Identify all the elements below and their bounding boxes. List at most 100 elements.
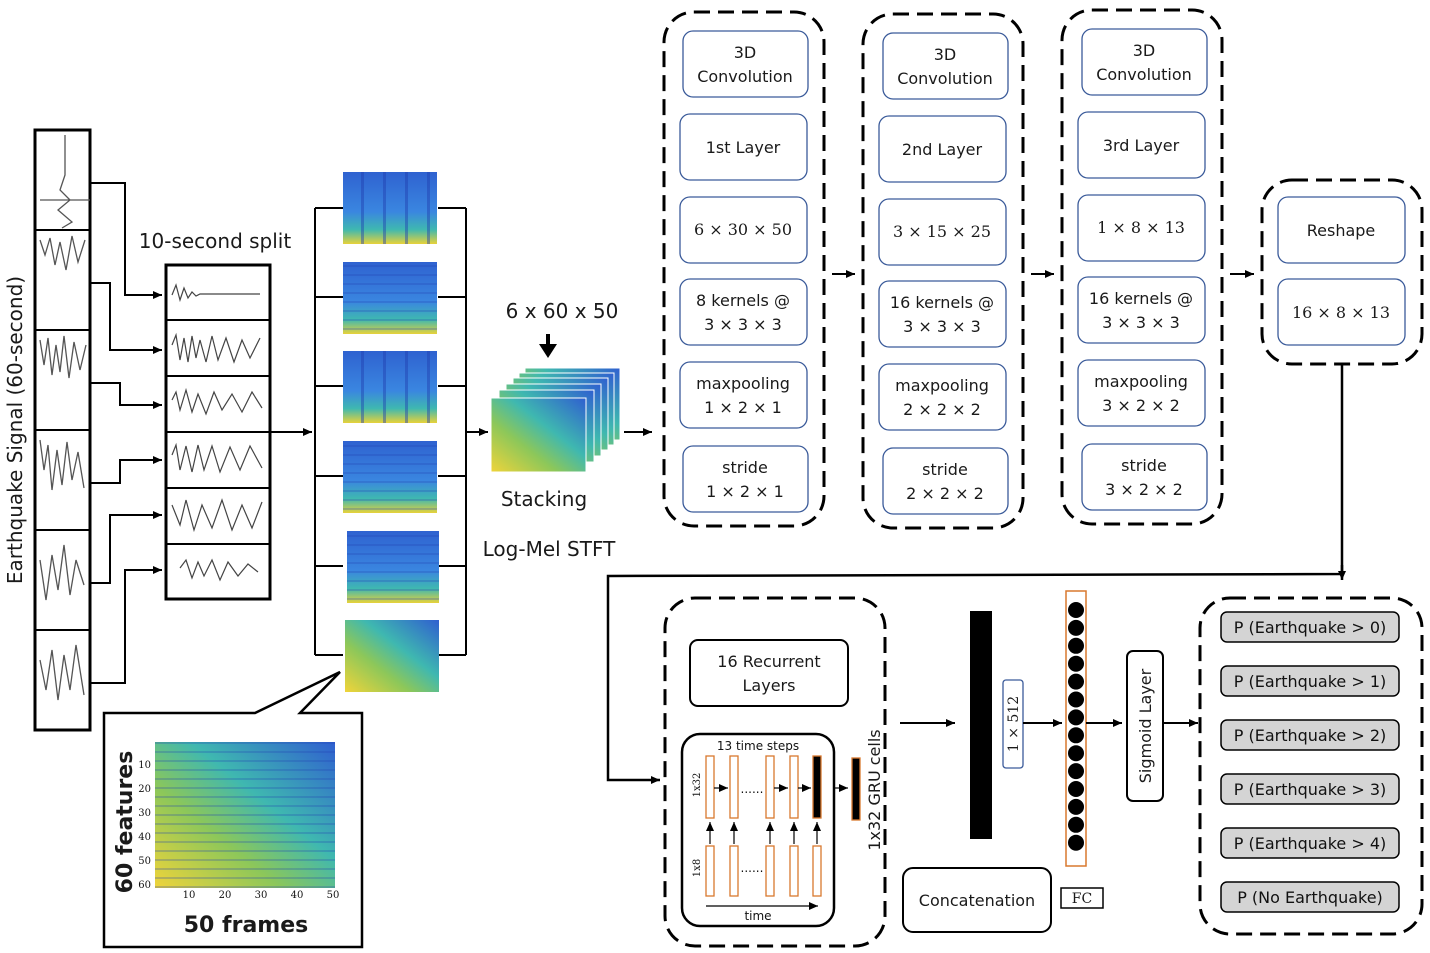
fc-label: FC — [1072, 891, 1092, 907]
recurrent-title: Layers — [743, 676, 796, 695]
pool-size: 1 × 2 × 1 — [704, 398, 782, 417]
fc-neuron — [1068, 727, 1084, 744]
conv-title: Convolution — [897, 69, 993, 88]
x-tick: 20 — [219, 890, 232, 901]
y-tick: 10 — [138, 760, 151, 771]
pool-label: maxpooling — [1094, 372, 1188, 391]
stride-size: 3 × 2 × 2 — [1105, 480, 1183, 499]
stft-label: Log-Mel STFT — [483, 537, 616, 561]
output-prob-3: P (Earthquake > 3) — [1234, 780, 1387, 799]
waveform-4 — [39, 439, 85, 491]
input-dim-label: 1x8 — [692, 859, 703, 877]
stacking-group: 6 x 60 x 50 Stacking Log-Mel STFT — [483, 299, 652, 561]
y-tick: 20 — [138, 784, 151, 795]
stacking-label: Stacking — [501, 487, 587, 511]
fc-neuron — [1068, 834, 1084, 851]
fc-neuron — [1068, 619, 1084, 636]
y-tick: 60 — [138, 880, 151, 891]
conv-block-3: 3D Convolution 3rd Layer 1 × 8 × 13 16 k… — [1060, 8, 1224, 526]
kernels-label: 16 kernels @ — [890, 293, 994, 312]
split-to-spectrogram-connectors — [270, 207, 488, 656]
pool-size: 2 × 2 × 2 — [903, 400, 981, 419]
signal-to-split-connectors — [90, 182, 162, 684]
kernels-size: 3 × 3 × 3 — [704, 315, 782, 334]
kernels-size: 3 × 3 × 3 — [903, 317, 981, 336]
fc-neuron — [1068, 709, 1084, 726]
fc-neuron — [1068, 602, 1084, 618]
recurrent-block: 16 Recurrent Layers 13 time steps 1x32 1… — [663, 596, 887, 948]
fc-layer: FC — [1060, 590, 1122, 909]
stride-label: stride — [722, 458, 768, 477]
waveform-6 — [39, 644, 85, 701]
conv-title: Convolution — [697, 67, 793, 86]
output-prob-0: P (Earthquake > 0) — [1234, 618, 1387, 637]
stride-label: stride — [922, 460, 968, 479]
output-dims: 3 × 15 × 25 — [893, 222, 991, 241]
stride-label: stride — [1121, 456, 1167, 475]
pool-size: 3 × 2 × 2 — [1102, 396, 1180, 415]
fc-neuron — [1068, 673, 1084, 690]
y-tick: 40 — [138, 832, 151, 843]
stack-dims-label: 6 x 60 x 50 — [506, 299, 619, 323]
pool-label: maxpooling — [895, 376, 989, 395]
features-label: 60 features — [113, 751, 138, 894]
concatenation-group: 1 × 512 Concatenation — [902, 611, 1062, 933]
output-dims: 6 × 30 × 50 — [694, 220, 792, 239]
kernels-size: 3 × 3 × 3 — [1102, 313, 1180, 332]
layer-label: 2nd Layer — [902, 140, 983, 159]
fc-neuron — [1068, 655, 1084, 672]
layer-label: 3rd Layer — [1103, 136, 1180, 155]
waveform-5 — [39, 544, 85, 601]
ellipsis: ...... — [741, 782, 764, 796]
split-column: 10-second split — [139, 229, 292, 601]
output-prob-1: P (Earthquake > 1) — [1234, 672, 1387, 691]
reshape-to-recurrent-connector — [606, 364, 1344, 784]
conv-title: 3D — [734, 43, 757, 62]
concat-dims: 1 × 512 — [1006, 696, 1022, 752]
output-block: P (Earthquake > 0) P (Earthquake > 1) P … — [1198, 596, 1424, 936]
x-tick: 50 — [327, 890, 340, 901]
sigmoid-label: Sigmoid Layer — [1136, 668, 1155, 783]
split-label: 10-second split — [139, 229, 292, 253]
x-tick: 30 — [255, 890, 268, 901]
fc-neuron — [1068, 816, 1084, 833]
time-steps-label: 13 time steps — [717, 739, 799, 753]
layer-label: 1st Layer — [706, 138, 781, 157]
output-prob-5: P (No Earthquake) — [1237, 888, 1383, 907]
stride-size: 2 × 2 × 2 — [906, 484, 984, 503]
gru-label: 1x32 GRU cells — [865, 729, 884, 850]
pool-label: maxpooling — [696, 374, 790, 393]
waveform-1 — [40, 135, 90, 229]
concat-vector-bar — [970, 611, 992, 839]
fc-neuron — [1068, 798, 1084, 815]
recurrent-title: 16 Recurrent — [717, 652, 820, 671]
frames-label: 50 frames — [184, 913, 308, 938]
reshape-dims: 16 × 8 × 13 — [1292, 303, 1390, 322]
fc-neuron — [1068, 745, 1084, 762]
conv-title: 3D — [1133, 41, 1156, 60]
reshape-label: Reshape — [1307, 221, 1376, 240]
conv-block-2: 3D Convolution 2nd Layer 3 × 15 × 25 16 … — [861, 12, 1025, 530]
fc-neuron — [1068, 637, 1084, 654]
sigmoid-group: Sigmoid Layer — [1126, 650, 1198, 802]
conv-title: 3D — [934, 45, 957, 64]
reshape-block: Reshape 16 × 8 × 13 — [1260, 178, 1424, 366]
ellipsis: ...... — [741, 861, 764, 875]
waveform-2 — [39, 235, 86, 271]
fc-neurons — [1068, 602, 1084, 851]
x-tick: 10 — [183, 890, 196, 901]
time-axis-label: time — [744, 909, 771, 923]
hidden-dim-label: 1x32 — [692, 773, 703, 798]
fc-neuron — [1068, 691, 1084, 708]
concat-label: Concatenation — [919, 891, 1035, 910]
output-dims: 1 × 8 × 13 — [1097, 218, 1185, 237]
gru-output-cell — [851, 757, 861, 821]
fc-neuron — [1068, 763, 1084, 780]
signal-column: Earthquake Signal (60-second) — [3, 128, 92, 732]
y-tick: 30 — [138, 808, 151, 819]
conv-title: Convolution — [1096, 65, 1192, 84]
output-prob-2: P (Earthquake > 2) — [1234, 726, 1387, 745]
conv-block-1: 3D Convolution 1st Layer 6 × 30 × 50 8 k… — [662, 10, 826, 528]
fc-neuron — [1068, 781, 1084, 797]
